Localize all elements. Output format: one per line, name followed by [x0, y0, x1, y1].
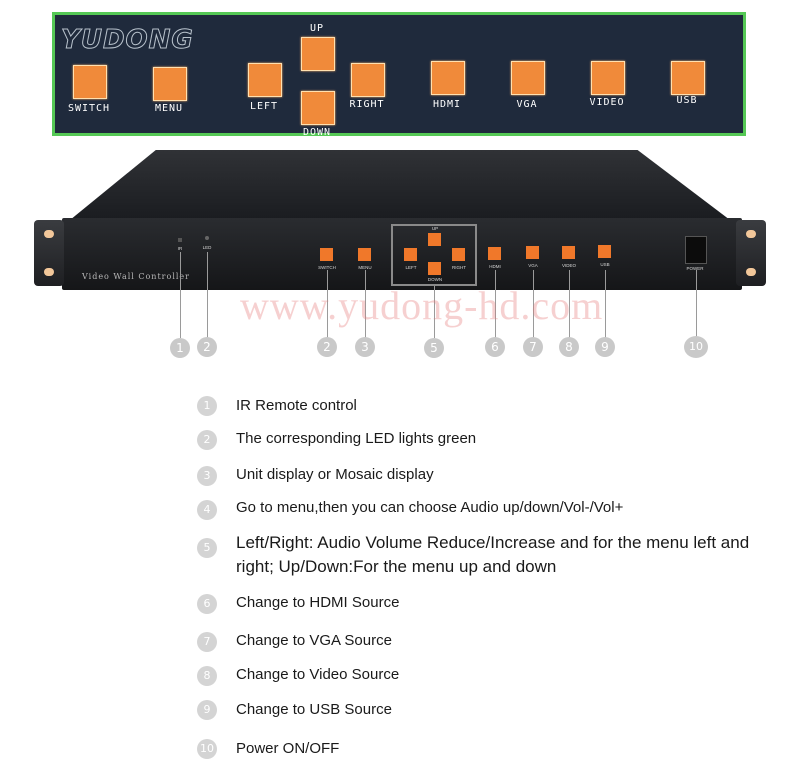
closeup-left-button[interactable] [248, 63, 282, 97]
mount-hole [44, 230, 54, 238]
callout-6: 6 [485, 337, 505, 357]
callout-line [365, 270, 366, 338]
legend-number: 6 [197, 594, 217, 614]
led-indicator [205, 236, 209, 240]
callout-2: 2 [197, 337, 217, 357]
closeup-down-button[interactable] [301, 91, 335, 125]
device-usb-button[interactable] [598, 245, 611, 258]
legend-text: Left/Right: Audio Volume Reduce/Increase… [236, 533, 750, 576]
closeup-usb-label: USB [676, 95, 698, 106]
legend-text: Change to USB Source [236, 701, 392, 718]
legend-number: 4 [197, 500, 217, 520]
callout-5: 5 [424, 338, 444, 358]
closeup-usb-button[interactable] [671, 61, 705, 95]
device-title: Video Wall Controller [82, 272, 190, 281]
legend-text: Change to HDMI Source [236, 594, 400, 611]
closeup-down-label: DOWN [302, 127, 332, 138]
device-video-label: VIDEO [561, 263, 576, 268]
legend-number: 8 [197, 666, 217, 686]
mount-hole [44, 268, 54, 276]
closeup-video-label: VIDEO [589, 97, 625, 108]
legend-number: 10 [197, 739, 217, 759]
legend-text: IR Remote control [236, 397, 357, 414]
device-hdmi-label: HDMI [489, 264, 501, 269]
callout-line [495, 270, 496, 338]
device-front-panel [62, 218, 742, 290]
callout-line [207, 252, 208, 338]
mount-hole [746, 268, 756, 276]
legend-number: 3 [197, 466, 217, 486]
power-label: POWER [686, 266, 704, 271]
device-left-label: LEFT [405, 265, 417, 270]
device-left-button[interactable] [404, 248, 417, 261]
callout-2: 2 [317, 337, 337, 357]
closeup-menu-label: MENU [154, 103, 184, 114]
device-vga-button[interactable] [526, 246, 539, 259]
callout-10: 10 [684, 336, 708, 358]
device-hdmi-button[interactable] [488, 247, 501, 260]
closeup-up-button[interactable] [301, 37, 335, 71]
power-switch[interactable] [685, 236, 707, 264]
legend-text: Change to VGA Source [236, 632, 392, 649]
device-menu-label: MENU [358, 265, 372, 270]
mount-hole [746, 230, 756, 238]
device-top-cover [70, 150, 730, 220]
legend-text: Unit display or Mosaic display [236, 466, 434, 483]
device-up-button[interactable] [428, 233, 441, 246]
callout-7: 7 [523, 337, 543, 357]
watermark: www.yudong-hd.com [240, 283, 604, 328]
rack-ear-left [34, 220, 64, 286]
device-right-label: RIGHT [452, 265, 466, 270]
ir-sensor [178, 238, 182, 242]
closeup-vga-button[interactable] [511, 61, 545, 95]
closeup-switch-label: SWITCH [67, 103, 111, 114]
navigation-highlight-box [391, 224, 477, 286]
device-switch-button[interactable] [320, 248, 333, 261]
closeup-switch-button[interactable] [73, 65, 107, 99]
closeup-video-button[interactable] [591, 61, 625, 95]
device-down-button[interactable] [428, 262, 441, 275]
legend-text: The corresponding LED lights green [236, 430, 477, 447]
closeup-left-label: LEFT [249, 101, 279, 112]
legend-text: Power ON/OFF [236, 740, 340, 757]
device-down-label: DOWN [427, 277, 443, 282]
device-menu-button[interactable] [358, 248, 371, 261]
rack-ear-right [736, 220, 766, 286]
callout-line [434, 286, 435, 338]
legend-text: Go to menu,then you can choose Audio up/… [236, 499, 624, 516]
device-switch-label: SWITCH [318, 265, 336, 270]
legend-number: 1 [197, 396, 217, 416]
callout-8: 8 [559, 337, 579, 357]
device-up-label: UP [431, 226, 439, 231]
closeup-right-button[interactable] [351, 63, 385, 97]
device-vga-label: VGA [528, 263, 538, 268]
callout-line [327, 270, 328, 338]
closeup-hdmi-label: HDMI [432, 99, 462, 110]
legend-text: Change to Video Source [236, 666, 400, 683]
closeup-up-label: UP [309, 23, 325, 34]
legend-number: 9 [197, 700, 217, 720]
callout-line [605, 270, 606, 338]
ir-label: IR [177, 246, 183, 251]
device-usb-label: USB [600, 262, 610, 267]
callout-line [533, 270, 534, 338]
callout-1: 1 [170, 338, 190, 358]
device-right-button[interactable] [452, 248, 465, 261]
closeup-right-label: RIGHT [349, 99, 385, 110]
callout-line [180, 252, 181, 338]
closeup-menu-button[interactable] [153, 67, 187, 101]
legend-number: 2 [197, 430, 217, 450]
callout-9: 9 [595, 337, 615, 357]
yudong-logo: YUDONG [61, 25, 194, 56]
closeup-vga-label: VGA [516, 99, 538, 110]
legend-number: 7 [197, 632, 217, 652]
led-label: LED [202, 245, 212, 250]
callout-3: 3 [355, 337, 375, 357]
callout-line [696, 270, 697, 338]
button-panel-closeup: YUDONG SWITCH MENU LEFT UP DOWN RIGHT HD… [52, 12, 746, 138]
callout-line [569, 270, 570, 338]
legend-number: 5 [197, 538, 217, 558]
device-video-button[interactable] [562, 246, 575, 259]
closeup-hdmi-button[interactable] [431, 61, 465, 95]
